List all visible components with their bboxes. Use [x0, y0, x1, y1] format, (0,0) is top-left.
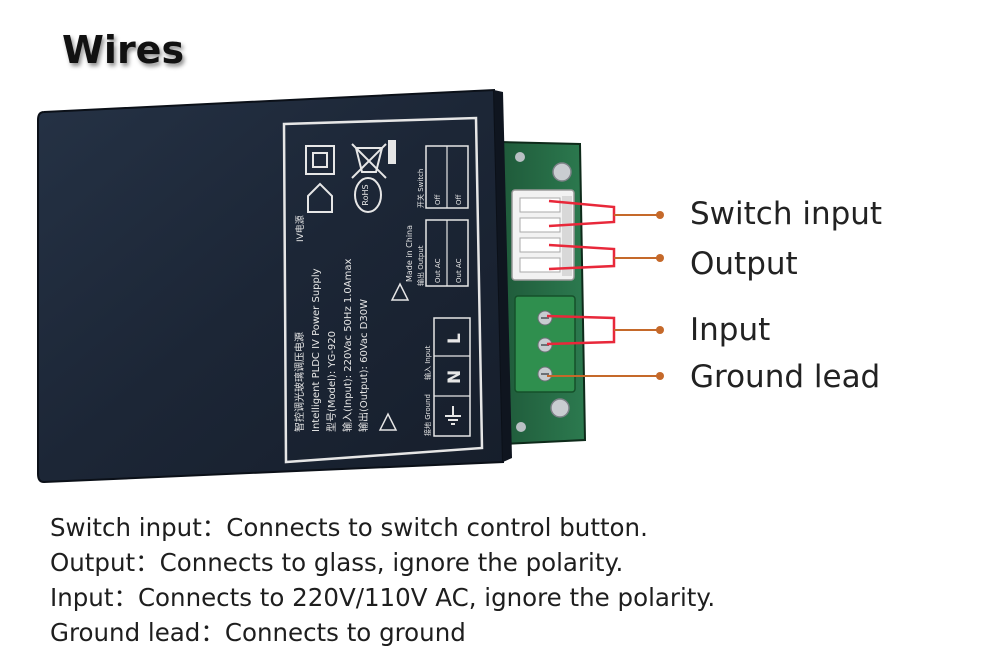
rohs-text: RoHS	[361, 184, 370, 205]
warning-icon	[378, 412, 398, 431]
ground-symbol-icon	[445, 406, 461, 425]
output-callout	[548, 243, 664, 271]
description-output: Output：Connects to glass, ignore the pol…	[50, 548, 624, 577]
page-title: Wires	[62, 28, 185, 72]
label-panel: RoHS 智控调光玻璃调压电源 Intelligent PLDC IV Powe…	[282, 116, 484, 464]
ground-terminal-text: 接地 Ground	[423, 394, 432, 436]
output-terminal-text: 输出 Output	[416, 245, 425, 286]
input-callout	[546, 314, 664, 346]
description-input: Input：Connects to 220V/110V AC, ignore t…	[50, 583, 716, 612]
weee-bin-icon	[351, 143, 387, 179]
green-terminal-block	[514, 295, 576, 393]
product-name-cn: 智控调光玻璃调压电源	[293, 332, 306, 432]
output-rating: 输出(Output): 60Vac D30W	[357, 299, 370, 432]
screw-icon	[550, 398, 570, 418]
leader-dot-icon	[656, 211, 664, 219]
switch-terminal-text: 开关 Switch	[416, 169, 425, 208]
iv-label: IV电源	[294, 215, 306, 242]
off-label: Off	[455, 194, 463, 205]
callout-switch-input: Switch input	[690, 196, 883, 232]
callout-ground-lead: Ground lead	[690, 359, 881, 395]
leader-dot-icon	[656, 254, 664, 262]
screw-icon	[552, 162, 572, 182]
switch-input-callout	[548, 199, 664, 228]
input-terminal-label	[433, 317, 471, 437]
off-label: Off	[434, 194, 442, 205]
white-terminal-block	[511, 189, 575, 281]
input-rating: 输入(Input): 220Vac 50Hz 1.0Amax	[341, 259, 354, 432]
input-terminal-text: 输入 Input	[423, 345, 432, 380]
description-ground-lead: Ground lead：Connects to ground	[50, 618, 466, 647]
n-terminal-text: N	[445, 370, 465, 384]
class-ii-icon	[305, 145, 335, 175]
indoor-use-icon	[307, 182, 333, 213]
out-ac-label: Out AC	[455, 258, 463, 283]
warning-icon	[390, 282, 410, 301]
callout-input: Input	[690, 312, 771, 348]
leader-dot-icon	[656, 326, 664, 334]
l-terminal-text: L	[445, 333, 465, 344]
callout-output: Output	[690, 246, 798, 282]
ground-callout	[547, 372, 664, 380]
description-switch-input: Switch input：Connects to switch control …	[50, 513, 648, 542]
pcb-board	[498, 140, 587, 446]
made-in-label: Made in China	[405, 225, 414, 282]
out-ac-label: Out AC	[434, 258, 442, 283]
leader-dot-icon	[656, 372, 664, 380]
rohs-badge	[354, 177, 382, 213]
device-case	[37, 88, 512, 484]
product-name-en: Intelligent PLDC IV Power Supply	[311, 268, 322, 432]
model-number: 型号(Model): YG-920	[325, 331, 338, 432]
description-list: Switch input：Connects to switch control …	[50, 510, 715, 650]
